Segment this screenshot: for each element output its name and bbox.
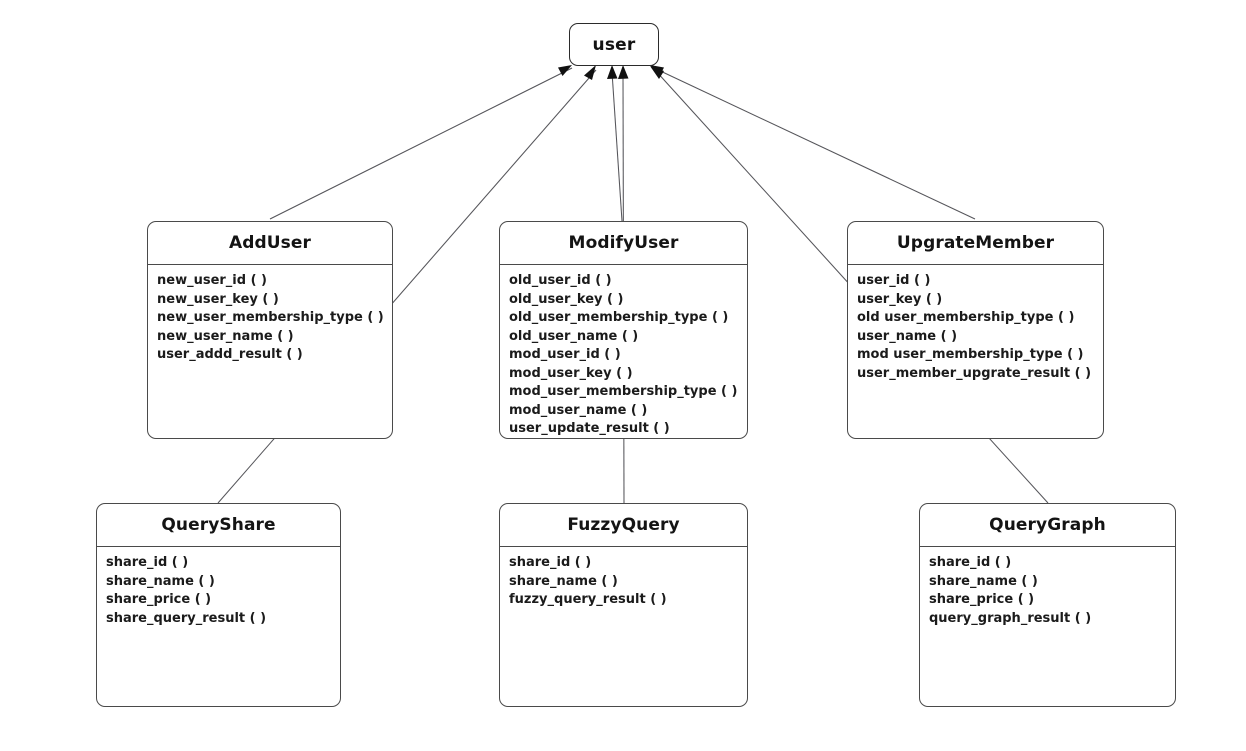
member-item: old_user_key ( )	[509, 291, 624, 307]
member-item: new_user_id ( )	[157, 273, 267, 288]
node-fuzzyquery-title: FuzzyQuery	[567, 515, 680, 535]
member-item: fuzzy_query_result ( )	[509, 592, 667, 607]
member-item: share_id ( )	[106, 555, 189, 570]
edge-modifyuser-to-user	[607, 65, 623, 222]
member-item: mod_user_id ( )	[509, 347, 621, 362]
edge-upgratemember-to-user	[650, 65, 976, 220]
node-upgratemember-header: UpgrateMember	[848, 222, 1103, 265]
node-fuzzyquery-header: FuzzyQuery	[500, 504, 747, 547]
member-item: share_id ( )	[509, 555, 592, 570]
node-querygraph-title: QueryGraph	[989, 515, 1106, 535]
node-user[interactable]: user	[569, 23, 659, 66]
member-item: old_user_name ( )	[509, 328, 639, 344]
member-item: share_price ( )	[929, 592, 1035, 607]
member-item: old user_membership_type ( )	[857, 310, 1075, 325]
member-item: user_key ( )	[857, 291, 943, 307]
member-item: new_user_name ( )	[157, 328, 294, 344]
node-upgratemember-title: UpgrateMember	[896, 233, 1055, 253]
node-upgratemember[interactable]: UpgrateMember user_id ( ) user_key ( ) o…	[847, 221, 1104, 439]
node-user-label: user	[592, 34, 636, 55]
member-item: mod user_membership_type ( )	[857, 347, 1084, 362]
node-adduser-members: new_user_id ( ) new_user_key ( ) new_use…	[148, 265, 392, 438]
node-queryshare-title: QueryShare	[161, 515, 276, 535]
node-modifyuser-title: ModifyUser	[568, 233, 679, 253]
member-item: user_id ( )	[857, 273, 931, 288]
member-item: user_name ( )	[857, 328, 958, 344]
member-item: new_user_key ( )	[157, 291, 279, 307]
node-adduser-header: AddUser	[148, 222, 392, 265]
node-modifyuser-header: ModifyUser	[500, 222, 747, 265]
node-queryshare-header: QueryShare	[97, 504, 340, 547]
node-fuzzyquery[interactable]: FuzzyQuery share_id ( ) share_name ( ) f…	[499, 503, 748, 707]
member-item: share_name ( )	[509, 573, 618, 589]
node-adduser-title: AddUser	[228, 233, 312, 253]
member-item: share_name ( )	[929, 573, 1038, 589]
member-item: share_price ( )	[106, 592, 212, 607]
member-item: mod_user_name ( )	[509, 402, 648, 418]
member-item: old_user_id ( )	[509, 273, 612, 288]
node-upgratemember-members: user_id ( ) user_key ( ) old user_member…	[848, 265, 1103, 438]
node-fuzzyquery-members: share_id ( ) share_name ( ) fuzzy_query_…	[500, 547, 747, 706]
member-item: mod_user_key ( )	[509, 365, 633, 381]
edge-adduser-to-user	[269, 65, 573, 220]
member-item: share_query_result ( )	[106, 610, 267, 626]
member-item: user_member_upgrate_result ( )	[857, 365, 1092, 381]
member-item: user_addd_result ( )	[157, 347, 303, 362]
node-modifyuser-members: old_user_id ( ) old_user_key ( ) old_use…	[500, 265, 747, 439]
node-queryshare[interactable]: QueryShare share_id ( ) share_name ( ) s…	[96, 503, 341, 707]
member-item: new_user_membership_type ( )	[157, 310, 384, 325]
member-item: old_user_membership_type ( )	[509, 310, 729, 325]
member-item: share_id ( )	[929, 555, 1012, 570]
node-querygraph-members: share_id ( ) share_name ( ) share_price …	[920, 547, 1175, 706]
member-item: mod_user_membership_type ( )	[509, 384, 738, 399]
member-item: query_graph_result ( )	[929, 610, 1092, 626]
node-modifyuser[interactable]: ModifyUser old_user_id ( ) old_user_key …	[499, 221, 748, 439]
node-querygraph[interactable]: QueryGraph share_id ( ) share_name ( ) s…	[919, 503, 1176, 707]
node-queryshare-members: share_id ( ) share_name ( ) share_price …	[97, 547, 340, 706]
member-item: share_name ( )	[106, 573, 215, 589]
node-adduser[interactable]: AddUser new_user_id ( ) new_user_key ( )…	[147, 221, 393, 439]
member-item: user_update_result ( )	[509, 421, 670, 436]
node-querygraph-header: QueryGraph	[920, 504, 1175, 547]
